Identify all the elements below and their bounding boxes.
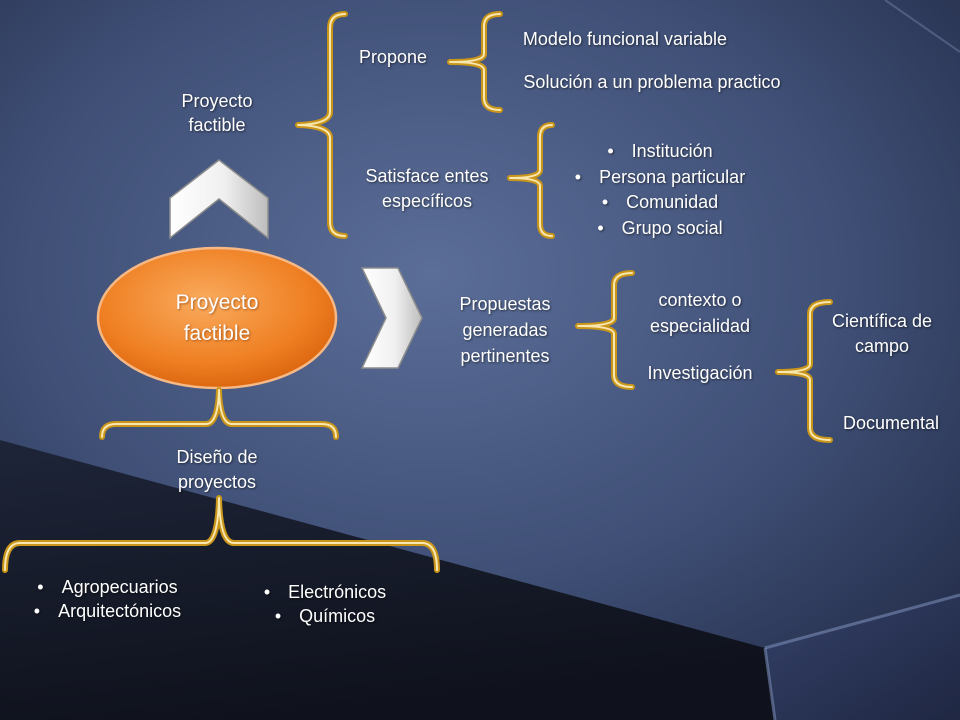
list-item: Electrónicos (240, 580, 410, 604)
propone-item-1: Modelo funcional variable (522, 29, 728, 49)
diseno-label: Diseño de proyectos (142, 445, 292, 495)
investigacion-label: Investigación (647, 363, 753, 383)
right-chevron-arrow (360, 267, 423, 369)
brace-propuestas (575, 270, 635, 390)
brace-satisface (507, 122, 555, 239)
top-node-line1: Proyecto (181, 91, 253, 111)
cientifica-line2: campo (854, 336, 910, 356)
list-item: Arquitectónicos (0, 599, 215, 623)
propuestas-line3: pertinentes (460, 346, 550, 366)
propone-label: Propone (358, 47, 428, 67)
list-item: Químicos (240, 604, 410, 628)
satisface-line2: específicos (381, 191, 473, 211)
background-line (763, 647, 777, 720)
documental-label: Documental (842, 413, 940, 433)
list-item: Institución (545, 139, 775, 165)
propone-item-2: Solución a un problema practico (523, 72, 781, 92)
satisface-line1: Satisface entes (365, 166, 489, 186)
diseno-line2: proyectos (177, 472, 257, 492)
list-item: Grupo social (545, 216, 775, 242)
propuestas-line2: generadas (462, 320, 548, 340)
background-line (764, 593, 960, 650)
brace-tipos (2, 495, 440, 573)
diseno-line1: Diseño de (176, 447, 258, 467)
center-node-label: Proyecto factible (132, 287, 302, 349)
top-node-label: Proyecto factible (152, 89, 282, 137)
list-item: Comunidad (545, 190, 775, 216)
center-node-line1: Proyecto (175, 291, 259, 314)
contexto-label: contexto o especialidad (625, 287, 775, 339)
brace-diseno (99, 387, 339, 440)
brace-proyecto (295, 11, 348, 239)
list-item: Agropecuarios (0, 575, 215, 599)
contexto-line2: especialidad (649, 316, 751, 336)
background-line (884, 0, 960, 53)
center-node-line2: factible (183, 322, 251, 345)
list-item: Persona particular (545, 165, 775, 191)
tipos-left-list: Agropecuarios Arquitectónicos (0, 575, 215, 623)
contexto-line1: contexto o (658, 290, 742, 310)
tipos-right-list: Electrónicos Químicos (240, 580, 410, 628)
background-panel-bottom-right (765, 595, 960, 720)
cientifica-line1: Científica de (831, 311, 933, 331)
top-node-line2: factible (188, 115, 246, 135)
satisface-label: Satisface entes específicos (342, 164, 512, 214)
satisface-list: Institución Persona particular Comunidad… (545, 139, 775, 242)
propuestas-label: Propuestas generadas pertinentes (435, 291, 575, 369)
propuestas-line1: Propuestas (459, 294, 551, 314)
brace-investigacion (775, 299, 833, 443)
brace-propone (447, 11, 503, 113)
up-chevron-arrow (169, 159, 269, 240)
cientifica-label: Científica de campo (807, 309, 957, 359)
